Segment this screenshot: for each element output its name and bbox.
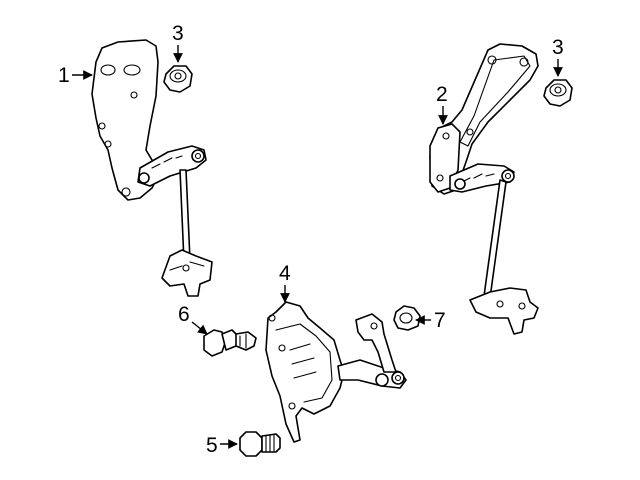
callout-4-label: 4 (279, 262, 291, 285)
callout-2: 2 (436, 83, 448, 125)
callout-1: 1 (58, 64, 93, 87)
callout-7-label: 7 (434, 309, 446, 332)
callout-3-right: 3 (552, 36, 564, 77)
callout-2-label: 2 (436, 83, 448, 106)
part-4-center-height-sensor (265, 301, 407, 443)
callout-6: 6 (178, 303, 208, 335)
part-6-clip (203, 329, 257, 357)
part-1-left-height-sensor-assembly (91, 39, 213, 297)
callout-6-label: 6 (178, 303, 190, 326)
callout-1-label: 1 (58, 64, 70, 87)
part-5-bolt (239, 431, 281, 457)
part-7-nut (393, 305, 421, 331)
callout-5-label: 5 (206, 434, 218, 457)
part-3-nut-left (163, 65, 193, 93)
callout-3-right-label: 3 (552, 36, 564, 59)
callout-5: 5 (206, 434, 238, 457)
callout-6-leader (191, 321, 208, 335)
callout-4: 4 (279, 262, 291, 303)
callout-7: 7 (415, 309, 446, 332)
callout-3-left-label: 3 (172, 22, 184, 45)
callout-3-left: 3 (172, 22, 184, 63)
part-3-nut-right (543, 79, 573, 107)
part-2-right-height-sensor-assembly (429, 43, 539, 335)
